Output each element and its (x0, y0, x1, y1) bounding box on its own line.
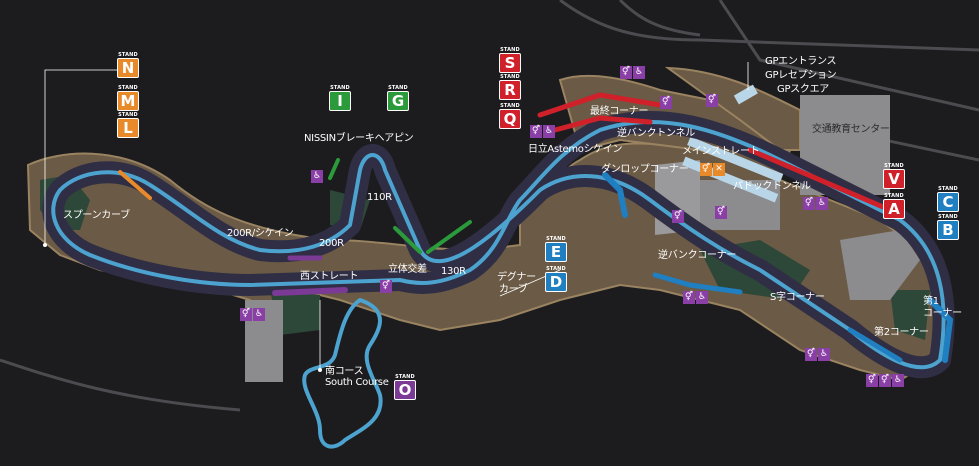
facility-group: ⚥ (715, 206, 727, 219)
restroom-icon: ⚥ (380, 280, 392, 293)
facility-group: ⚥♿ (805, 348, 830, 361)
south-course-track (302, 298, 383, 449)
facility-group: ⚥⚥♿ (866, 374, 904, 387)
label-south-course-jp: 南コース (325, 366, 364, 377)
label-degner-1: デグナー (497, 272, 536, 283)
facility-group: ⚥ (672, 210, 684, 223)
label-main-straight: メインストレート (682, 146, 760, 157)
restroom-icon: ⚥ (805, 348, 817, 361)
label-spoon-curve: スプーンカーブ (63, 210, 130, 221)
restroom-icon: ⚥ (672, 210, 684, 223)
label-gp-square: GPスクエア (777, 84, 829, 95)
wheelchair-icon: ♿ (696, 291, 708, 304)
wheelchair-icon: ♿ (892, 374, 904, 387)
label-traffic-center: 交通教育センター (812, 124, 890, 135)
facility-group: ⚥ (380, 280, 392, 293)
restroom-icon: ⚥ (683, 291, 695, 304)
facility-group: ♿ (311, 170, 323, 183)
label-reverse-bank-tunnel: 逆バンクトンネル (617, 128, 695, 139)
restroom-icon: ⚥ (706, 94, 718, 107)
facility-group: ⚥♿ (530, 125, 555, 138)
label-crossover: 立体交差 (388, 264, 427, 275)
label-s-corner: S字コーナー (770, 292, 825, 303)
restroom-icon: ⚥ (866, 374, 878, 387)
label-reverse-bank-corner: 逆バンクコーナー (658, 250, 737, 261)
restroom-icon: ⚥ (715, 206, 727, 219)
label-200r-chicane: 200R/シケイン (227, 228, 294, 239)
facility-group: ⚥♿ (683, 291, 708, 304)
restroom-icon: ⚥ (240, 308, 252, 321)
label-nissin-hairpin: NISSINブレーキヘアピン (304, 133, 414, 144)
facility-group: ⚥♿ (240, 308, 265, 321)
restroom-icon: ⚥ (660, 96, 672, 109)
facility-group: ⚥✕ (700, 163, 725, 176)
wheelchair-icon: ♿ (253, 308, 265, 321)
label-gp-entrance: GPエントランス (765, 56, 837, 67)
restroom-icon: ⚥ (803, 197, 815, 210)
restroom-icon: ⚥ (879, 374, 891, 387)
stand-strips (118, 92, 954, 363)
facility-group: ⚥♿ (803, 197, 828, 210)
wheelchair-icon: ♿ (816, 197, 828, 210)
label-gp-reception: GPレセプション (765, 70, 837, 81)
restroom-icon: ⚥ (530, 125, 542, 138)
label-south-course-en: South Course (325, 377, 389, 388)
marker-dots (43, 243, 322, 372)
label-degner-2: カーブ (499, 284, 528, 295)
track-line (51, 119, 946, 370)
wheelchair-icon: ♿ (633, 66, 645, 79)
restroom-icon: ⚥ (620, 66, 632, 79)
label-first-corner-1: 第1 (923, 296, 939, 307)
label-200r: 200R (319, 238, 344, 249)
wheelchair-icon: ♿ (818, 348, 830, 361)
restroom-icon: ♿ (311, 170, 323, 183)
label-second-corner: 第2コーナー (874, 327, 929, 338)
facility-group: ⚥ (660, 96, 672, 109)
label-west-straight: 西ストレート (300, 271, 359, 282)
label-first-corner-2: コーナー (923, 308, 962, 319)
label-dunlop-corner: ダンロップコーナー (601, 164, 689, 175)
wheelchair-icon: ♿ (543, 125, 555, 138)
label-110r: 110R (367, 192, 392, 203)
label-final-corner: 最終コーナー (590, 106, 649, 117)
label-130r: 130R (441, 266, 466, 277)
facility-group: ⚥ (706, 94, 718, 107)
food-icon: ✕ (713, 163, 725, 176)
label-hitachi-chicane: 日立Astemoシケイン (528, 144, 623, 155)
facility-group: ⚥♿ (620, 66, 645, 79)
food-icon: ⚥ (700, 163, 712, 176)
label-paddock-tunnel: パドックトンネル (733, 181, 811, 192)
